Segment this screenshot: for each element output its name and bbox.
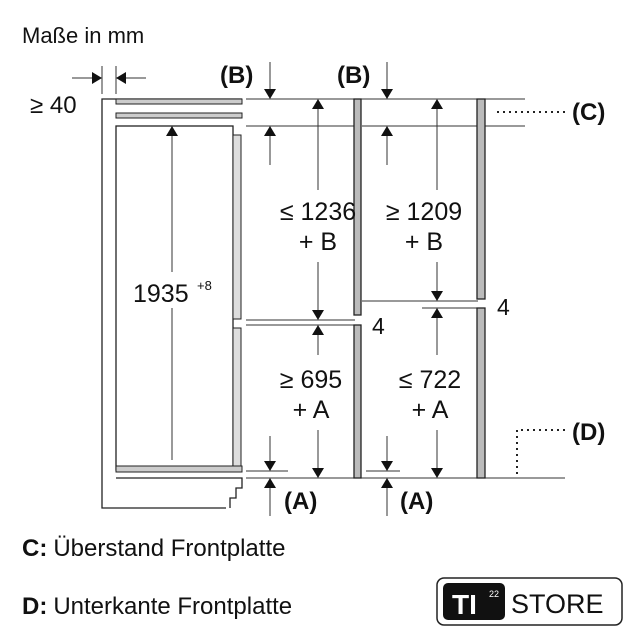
lower-min-label: ≥ 695 [280, 366, 342, 394]
side-gap-dimension: ≥ 40 [30, 66, 146, 119]
legend-c-key: C: [22, 535, 47, 562]
logo-sup: 22 [489, 589, 499, 599]
upper-plus-b-2: + B [405, 228, 443, 256]
lower-plus-a: + A [293, 396, 330, 424]
height-label: 1935 [133, 280, 189, 308]
a-label-2: (A) [400, 488, 433, 515]
door-upper [232, 134, 242, 320]
upper-min-label: ≥ 1209 [386, 198, 462, 226]
svg-text:D:Unterkante Frontplatte: D:Unterkante Frontplatte [22, 593, 292, 620]
door-lower [232, 327, 242, 469]
panel-lower-2 [476, 307, 486, 479]
legend-d-text: Unterkante Frontplatte [53, 593, 292, 620]
height-tolerance: +8 [197, 278, 212, 293]
gap-label-1: 4 [372, 313, 385, 339]
panel-lower-1 [353, 324, 362, 479]
lower-plus-a-2: + A [412, 396, 449, 424]
legend-c: C:Überstand Frontplatte [22, 535, 285, 562]
side-gap-label: ≥ 40 [30, 92, 77, 119]
lower-max-label: ≤ 722 [399, 366, 461, 394]
svg-text:C:Überstand Frontplatte: C:Überstand Frontplatte [22, 535, 285, 562]
upper-max-label: ≤ 1236 [280, 198, 356, 226]
c-label: (C) [572, 99, 605, 126]
legend-d: D:Unterkante Frontplatte [22, 593, 292, 620]
gap-label-2: 4 [497, 294, 510, 320]
legend-c-text: Überstand Frontplatte [53, 535, 285, 562]
b-label-2: (B) [337, 62, 370, 89]
panel-upper-1 [353, 98, 362, 316]
diagram-title: Maße in mm [22, 23, 144, 48]
panel-upper-2 [476, 98, 486, 300]
upper-plus-b: + B [299, 228, 337, 256]
legend-d-key: D: [22, 593, 47, 620]
ti-store-logo: TI 22 STORE [436, 577, 623, 626]
cabinet: 1935 +8 [101, 98, 243, 509]
logo-mark: TI [452, 589, 477, 620]
a-label-1: (A) [284, 488, 317, 515]
b-label-1: (B) [220, 62, 253, 89]
d-label: (D) [572, 419, 605, 446]
logo-word: STORE [511, 589, 604, 619]
